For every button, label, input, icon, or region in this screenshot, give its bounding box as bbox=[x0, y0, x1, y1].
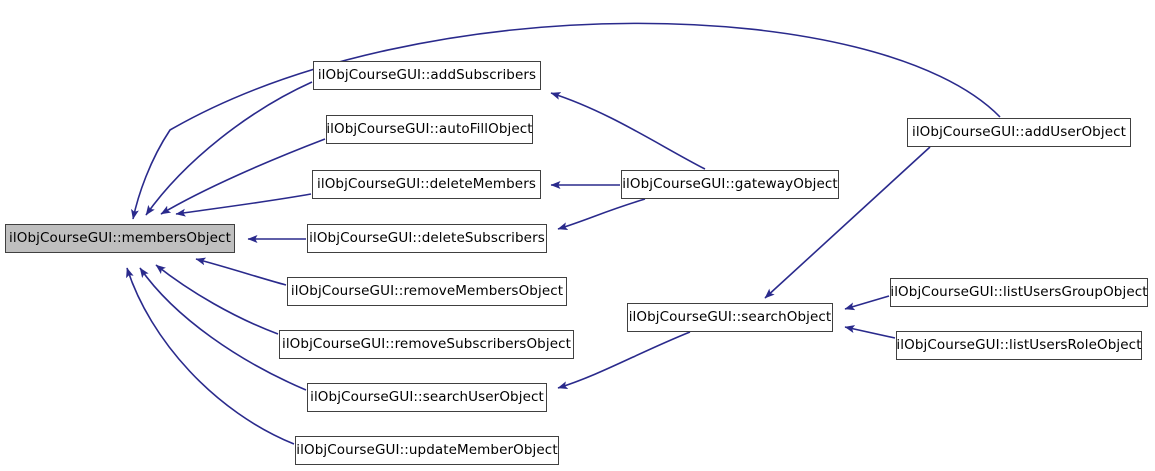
graph-node-listUsersGroupObject[interactable]: ilObjCourseGUI::listUsersGroupObject bbox=[890, 278, 1148, 307]
graph-node-label: ilObjCourseGUI::membersObject bbox=[9, 229, 231, 246]
graph-node-label: ilObjCourseGUI::deleteMembers bbox=[317, 175, 536, 192]
graph-node-label: ilObjCourseGUI::searchObject bbox=[628, 308, 832, 325]
edge-searchUserObject-to-membersObject bbox=[139, 267, 307, 391]
graph-node-membersObject[interactable]: ilObjCourseGUI::membersObject bbox=[5, 224, 235, 253]
graph-node-listUsersRoleObject[interactable]: ilObjCourseGUI::listUsersRoleObject bbox=[896, 331, 1142, 360]
graph-node-deleteSubscribers[interactable]: ilObjCourseGUI::deleteSubscribers bbox=[307, 224, 547, 253]
graph-node-removeSubscribersObject[interactable]: ilObjCourseGUI::removeSubscribersObject bbox=[279, 330, 574, 359]
graph-node-label: ilObjCourseGUI::removeMembersObject bbox=[290, 282, 564, 299]
graph-node-addSubscribers[interactable]: ilObjCourseGUI::addSubscribers bbox=[313, 61, 541, 90]
graph-node-label: ilObjCourseGUI::gatewayObject bbox=[622, 175, 838, 192]
graph-node-label: ilObjCourseGUI::addUserObject bbox=[911, 123, 1127, 140]
graph-node-label: ilObjCourseGUI::addSubscribers bbox=[317, 66, 537, 83]
edge-addSubscribers-to-membersObject bbox=[145, 81, 313, 216]
edge-removeSubscribersObject-to-membersObject bbox=[155, 264, 279, 335]
edge-gatewayObject-to-addSubscribers bbox=[550, 92, 706, 170]
graph-node-updateMemberObject[interactable]: ilObjCourseGUI::updateMemberObject bbox=[295, 436, 559, 465]
graph-node-label: ilObjCourseGUI::searchUserObject bbox=[310, 388, 544, 405]
graph-node-gatewayObject[interactable]: ilObjCourseGUI::gatewayObject bbox=[621, 170, 839, 199]
edge-listUsersGroupObject-to-searchObject bbox=[844, 295, 890, 311]
graph-node-label: ilObjCourseGUI::deleteSubscribers bbox=[309, 229, 545, 246]
graph-node-deleteMembers[interactable]: ilObjCourseGUI::deleteMembers bbox=[312, 170, 541, 199]
graph-node-autoFillObject[interactable]: ilObjCourseGUI::autoFillObject bbox=[326, 115, 533, 144]
graph-node-label: ilObjCourseGUI::autoFillObject bbox=[326, 120, 533, 137]
graph-node-label: ilObjCourseGUI::listUsersRoleObject bbox=[896, 336, 1142, 353]
edge-addUserObject-to-membersObject bbox=[131, 22, 1001, 220]
graph-node-searchObject[interactable]: ilObjCourseGUI::searchObject bbox=[627, 303, 833, 332]
graph-node-label: ilObjCourseGUI::updateMemberObject bbox=[296, 441, 558, 458]
edge-removeMembersObject-to-membersObject bbox=[195, 257, 287, 286]
graph-node-label: ilObjCourseGUI::removeSubscribersObject bbox=[281, 335, 572, 352]
edge-updateMemberObject-to-membersObject bbox=[126, 267, 295, 445]
graph-node-searchUserObject[interactable]: ilObjCourseGUI::searchUserObject bbox=[307, 383, 547, 412]
edge-deleteMembers-to-membersObject bbox=[175, 193, 312, 217]
edge-gatewayObject-to-deleteSubscribers bbox=[557, 198, 646, 230]
edge-listUsersRoleObject-to-searchObject bbox=[844, 325, 896, 339]
edge-autoFillObject-to-membersObject bbox=[160, 138, 326, 215]
graph-node-addUserObject[interactable]: ilObjCourseGUI::addUserObject bbox=[907, 118, 1131, 147]
graph-node-removeMembersObject[interactable]: ilObjCourseGUI::removeMembersObject bbox=[287, 277, 567, 306]
edge-searchObject-to-searchUserObject bbox=[557, 331, 691, 390]
graph-node-label: ilObjCourseGUI::listUsersGroupObject bbox=[890, 283, 1148, 300]
